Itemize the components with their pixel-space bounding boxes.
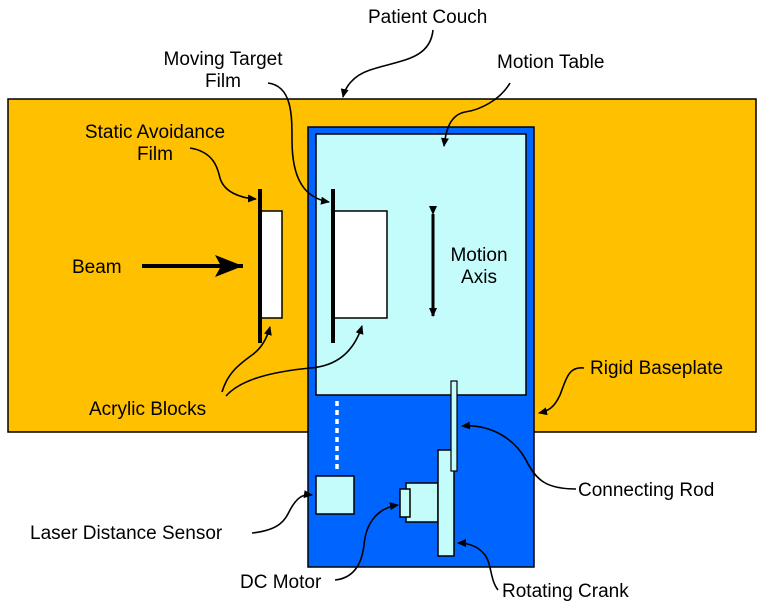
label-dc-motor: DC Motor — [240, 572, 322, 593]
leader-patient-couch — [340, 29, 434, 98]
leader-acrylic-blocks-2 — [225, 325, 364, 397]
leader-rotating-crank — [457, 539, 499, 591]
label-moving-target-film-1: Moving Target — [164, 49, 284, 70]
label-beam: Beam — [72, 257, 122, 278]
leader-motion-table — [441, 82, 511, 147]
label-static-avoidance-film-2: Film — [137, 144, 173, 165]
dc-motor-shaft — [399, 488, 411, 518]
leader-moving-target-film — [267, 82, 330, 205]
leader-laser-distance-sensor — [251, 490, 313, 534]
connecting-rod — [450, 380, 458, 472]
label-connecting-rod: Connecting Rod — [578, 480, 714, 501]
moving-acrylic-block — [332, 210, 388, 319]
label-moving-target-film-2: Film — [205, 71, 241, 92]
label-motion-axis-1: Motion — [450, 245, 507, 266]
leader-dc-motor — [334, 502, 399, 581]
label-motion-table: Motion Table — [497, 52, 604, 73]
label-laser-distance-sensor: Laser Distance Sensor — [30, 523, 223, 544]
leader-acrylic-blocks-1 — [221, 326, 272, 393]
label-acrylic-blocks: Acrylic Blocks — [89, 399, 206, 420]
dc-motor-body — [405, 482, 439, 523]
laser-distance-sensor — [315, 475, 355, 515]
label-rotating-crank: Rotating Crank — [502, 581, 629, 602]
label-patient-couch: Patient Couch — [368, 7, 487, 28]
leader-rigid-baseplate — [538, 367, 585, 416]
label-static-avoidance-film-1: Static Avoidance — [85, 122, 225, 143]
static-acrylic-block — [259, 210, 283, 319]
leader-static-avoidance-film — [189, 147, 257, 203]
label-rigid-baseplate: Rigid Baseplate — [590, 358, 723, 379]
label-motion-axis-2: Axis — [461, 267, 497, 288]
rotating-crank — [437, 449, 455, 557]
leader-connecting-rod — [461, 421, 577, 490]
